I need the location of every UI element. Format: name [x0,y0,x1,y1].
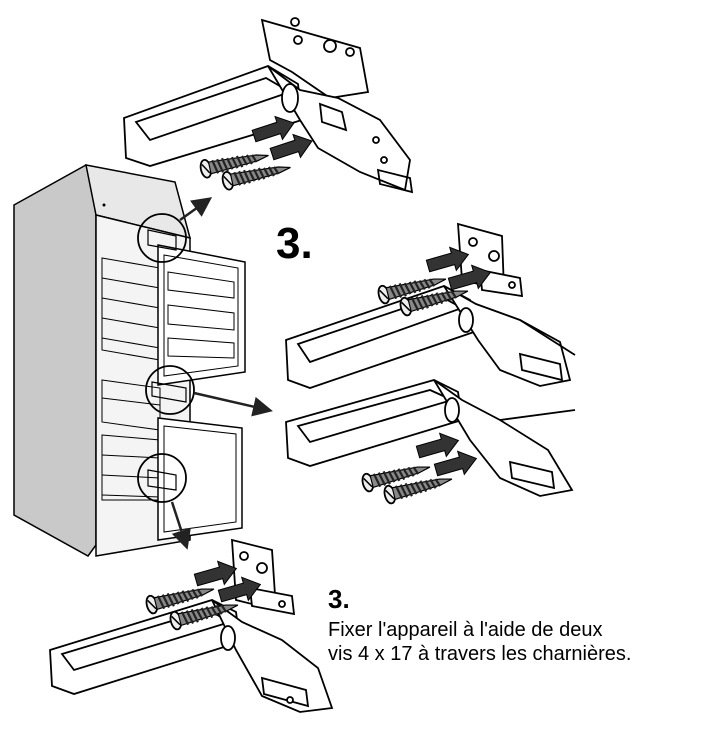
instruction-line-2: vis 4 x 17 à travers les charnières. [328,643,632,665]
arrow-icon [179,197,213,222]
detail-circle-icon [137,453,187,503]
hinge-bottom [49,538,334,713]
hinge-top [123,17,414,194]
detail-circle-icon [137,213,187,263]
fridge-illustration [13,164,246,557]
arrow-icon [193,391,273,417]
instruction-line-1: Fixer l'appareil à l'aide de deux [328,619,603,641]
detail-circle-icon [145,365,195,415]
step-number-large: 3. [276,219,313,268]
pointer-arrows [170,197,273,550]
instruction-text: Fixer l'appareil à l'aide de deux vis 4 … [328,618,716,666]
hinge-middle [285,222,576,497]
caption-step-number: 3. [328,584,350,614]
arrow-icon [170,501,191,550]
